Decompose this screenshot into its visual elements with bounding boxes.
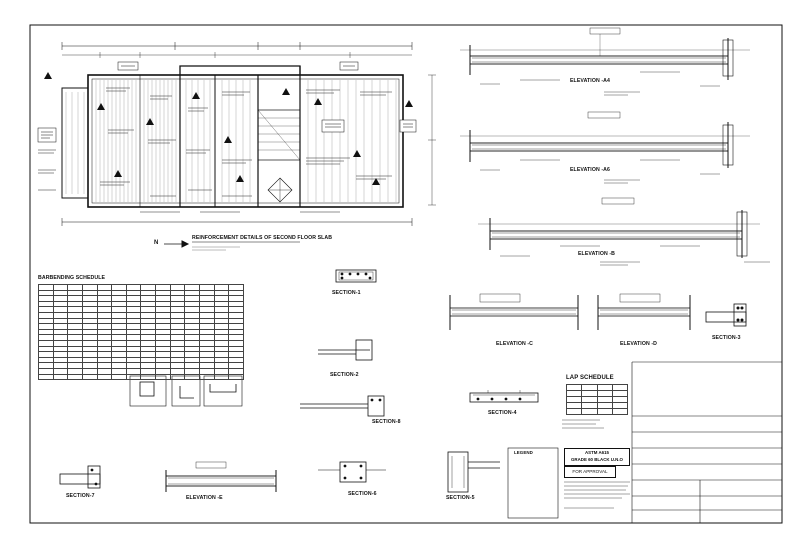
section-5-drawing <box>447 451 500 493</box>
table-row <box>38 356 244 364</box>
plan-section-markers <box>44 72 413 185</box>
section-5-title: SECTION-5 <box>446 495 475 501</box>
elevation-b-title: ELEVATION -B <box>578 251 616 257</box>
section-3-drawing <box>705 303 747 327</box>
section-8-title: SECTION-8 <box>372 419 401 425</box>
section-1-title: SECTION-1 <box>332 290 361 296</box>
table-row <box>38 367 244 375</box>
sheet-border <box>29 24 783 524</box>
elevation-e-title: ELEVATION -E <box>186 495 223 501</box>
legend-box <box>507 447 559 519</box>
table-row <box>38 339 244 347</box>
section-4-drawing <box>469 390 539 403</box>
slab-plan <box>61 42 436 226</box>
table-row <box>38 317 244 325</box>
north-arrow <box>164 240 190 248</box>
section-3-title: SECTION-3 <box>712 335 741 341</box>
table-row <box>38 312 244 319</box>
table-row <box>38 300 244 308</box>
section-2-title: SECTION-2 <box>330 372 359 378</box>
table-row <box>38 323 244 330</box>
section-6-drawing <box>318 461 386 483</box>
elevation-annotations <box>480 71 770 266</box>
table-row <box>38 306 244 313</box>
section-1-drawing <box>335 269 377 283</box>
table-row <box>38 345 244 353</box>
table-row <box>565 408 629 415</box>
table-row <box>38 362 244 369</box>
section-2-drawing <box>318 339 373 361</box>
approval-stamp: FOR APPROVAL <box>564 466 616 478</box>
table-row <box>38 289 244 297</box>
table-row <box>38 284 244 291</box>
bar-shape-diagrams <box>129 375 243 407</box>
slab-rebar-hatch <box>65 80 397 202</box>
section-8-drawing <box>300 395 385 417</box>
table-row <box>38 334 244 341</box>
barbending-schedule-table <box>38 284 244 381</box>
elevation-c-drawing <box>449 293 579 330</box>
material-line-2: GRADE 60 BLACK U.N.O <box>571 457 623 462</box>
plan-text-lines <box>38 87 392 213</box>
elevation-a6-drawing <box>460 111 750 168</box>
north-label: N <box>154 240 159 246</box>
lap-schedule-title: LAP SCHEDULE <box>566 375 614 381</box>
title-block <box>631 361 782 523</box>
elevation-c-title: ELEVATION -C <box>496 341 534 347</box>
table-row <box>38 351 244 358</box>
material-stamp: ASTM A615 GRADE 60 BLACK U.N.O <box>564 448 630 466</box>
section-7-drawing <box>59 465 101 489</box>
elevation-a6-title: ELEVATION -A6 <box>570 167 611 173</box>
lap-notes-lines <box>562 419 604 429</box>
approval-label: FOR APPROVAL <box>572 469 608 474</box>
material-line-1: ASTM A615 <box>585 450 609 455</box>
section-7-title: SECTION-7 <box>66 493 95 499</box>
legend-title: LEGEND <box>514 450 533 455</box>
lap-schedule-table <box>565 384 629 415</box>
elevation-e-drawing <box>165 461 277 492</box>
elevation-a4-title: ELEVATION -A4 <box>570 78 611 84</box>
elevation-b-drawing <box>478 197 760 258</box>
table-row <box>38 373 244 381</box>
elevation-d-drawing <box>597 293 691 330</box>
plan-callouts <box>37 61 417 143</box>
plan-title: REINFORCEMENT DETAILS OF SECOND FLOOR SL… <box>192 235 333 241</box>
section-4-title: SECTION-4 <box>488 410 517 416</box>
elevation-a4-drawing <box>460 27 750 80</box>
table-row <box>38 328 244 336</box>
barbending-schedule-title: BARBENDING SCHEDULE <box>38 275 106 281</box>
section-6-title: SECTION-6 <box>348 491 377 497</box>
general-notes-lines <box>564 481 630 509</box>
elevation-d-title: ELEVATION -D <box>620 341 658 347</box>
table-row <box>38 295 244 302</box>
